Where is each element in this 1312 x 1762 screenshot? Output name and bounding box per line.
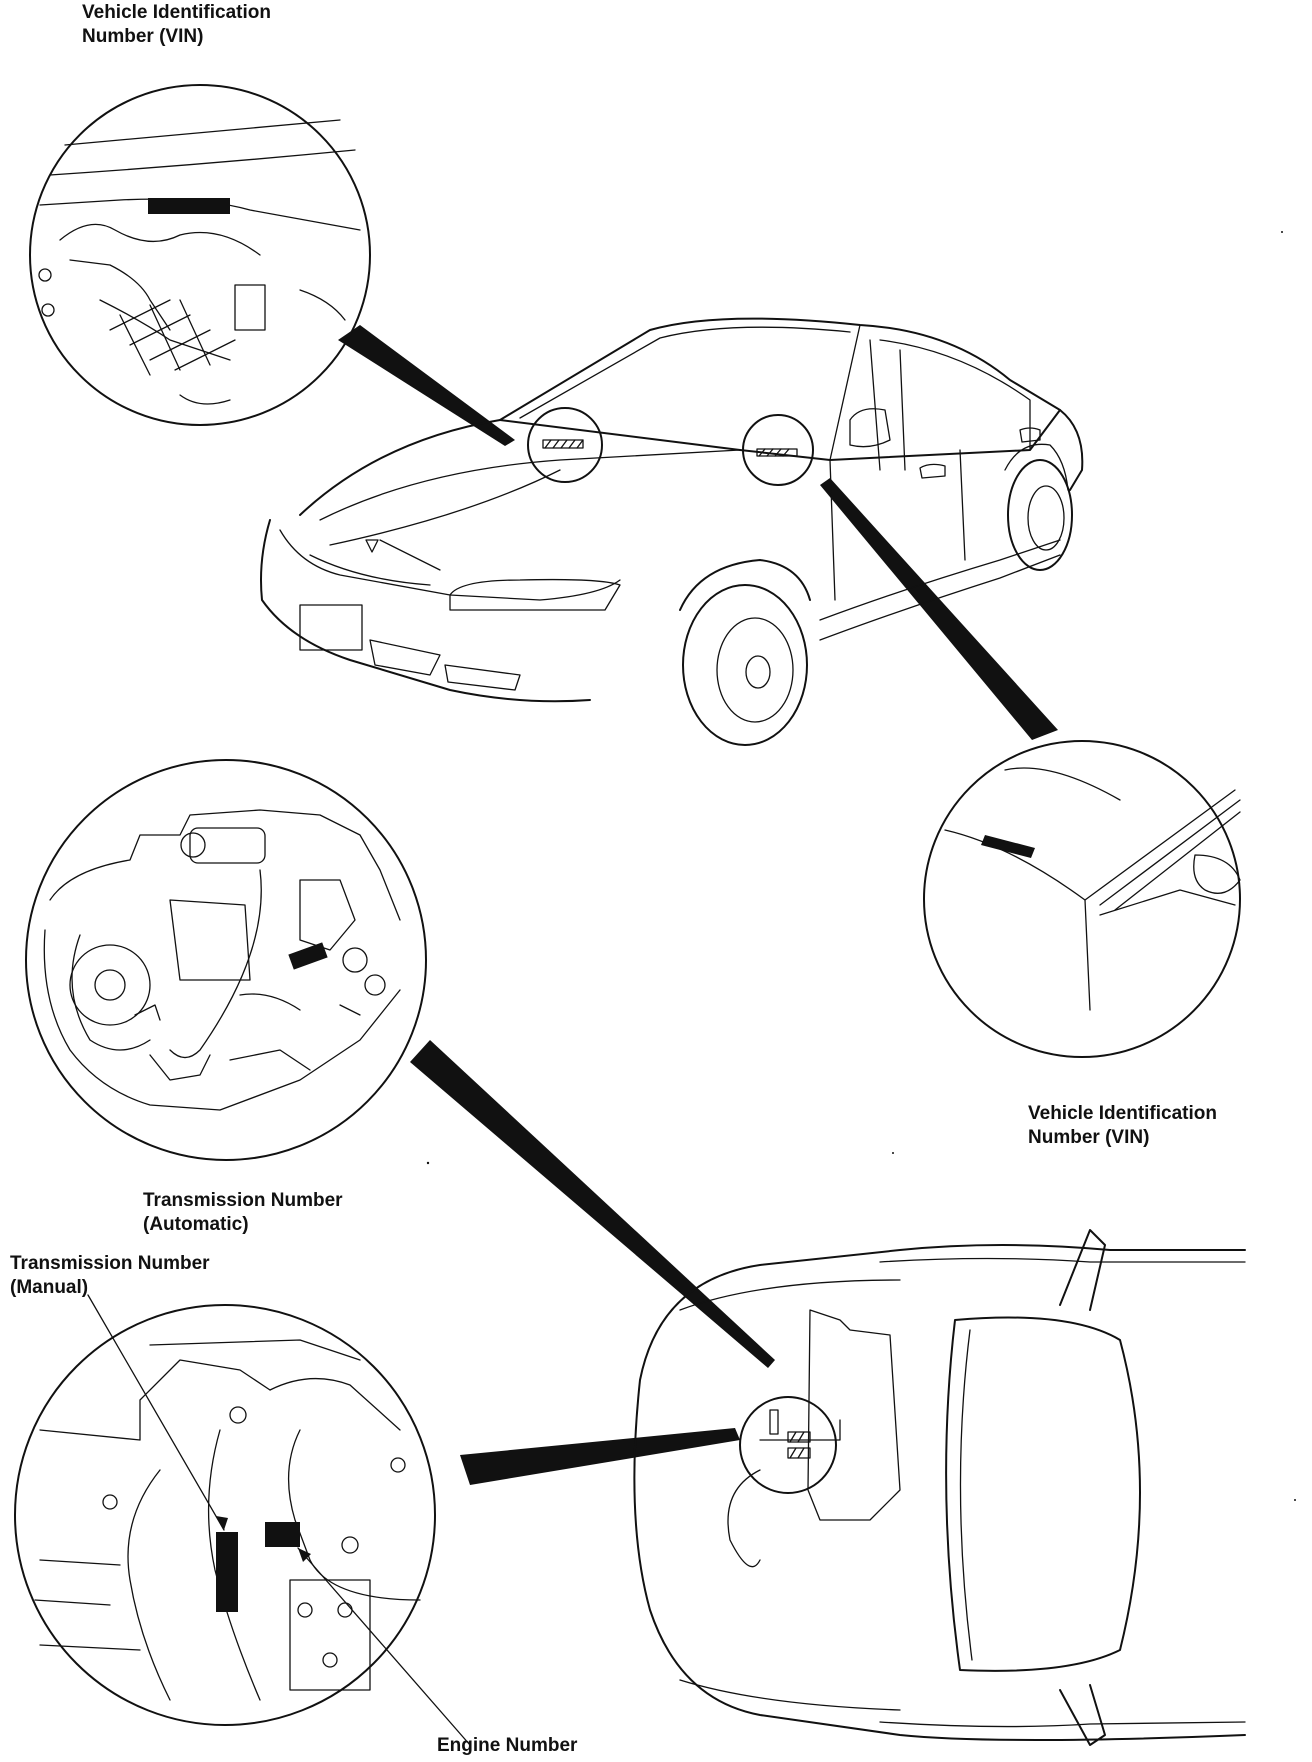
label-engine-number-text: Engine Number — [437, 1735, 578, 1756]
label-engine-number: Engine Number — [437, 1734, 577, 1758]
leader-manual-trans — [87, 1294, 225, 1531]
detail-vin-dashboard — [29, 84, 371, 426]
detail-vin-door-jamb — [923, 740, 1241, 1058]
label-trans-manual-line2: (Manual) — [10, 1277, 89, 1298]
license-plate — [299, 604, 363, 651]
label-trans-auto-line1: Transmission Number — [143, 1190, 343, 1211]
pointer-trans-auto — [410, 1040, 775, 1368]
top-view-engine-bay — [633, 1229, 1246, 1746]
callout-pointers — [338, 325, 1058, 1485]
pointer-engine-bay — [460, 1428, 740, 1485]
stray-marks — [426, 231, 1296, 1501]
label-vin-top: Vehicle Identification Number (VIN) — [82, 1, 271, 49]
car-perspective-view — [260, 317, 1084, 746]
label-vin-top-line2: Number (VIN) — [82, 26, 204, 47]
label-vin-right-line2: Number (VIN) — [1028, 1127, 1150, 1148]
label-trans-manual-line1: Transmission Number — [10, 1253, 210, 1274]
label-trans-auto-line2: (Automatic) — [143, 1214, 249, 1235]
detail-transmission-automatic — [25, 759, 427, 1161]
vin-plate-dashboard — [148, 198, 230, 214]
trans-number-plate-auto — [288, 942, 328, 970]
label-trans-auto: Transmission Number (Automatic) — [143, 1189, 343, 1237]
car-vin-dash-circle — [527, 407, 603, 483]
detail-engine-manual-transmission — [14, 1294, 471, 1746]
leader-engine-number — [297, 1547, 471, 1746]
label-vin-right: Vehicle Identification Number (VIN) — [1028, 1102, 1217, 1150]
trans-number-plate-manual — [216, 1532, 238, 1612]
pointer-vin-dash — [338, 325, 515, 446]
engine-number-plate — [265, 1522, 300, 1547]
car-vin-door-circle — [742, 414, 814, 486]
label-vin-top-line1: Vehicle Identification — [82, 2, 271, 23]
label-trans-manual: Transmission Number (Manual) — [10, 1252, 210, 1300]
pointer-vin-door — [820, 478, 1058, 740]
top-view-detail-circle — [739, 1396, 837, 1494]
label-vin-right-line1: Vehicle Identification — [1028, 1103, 1217, 1124]
